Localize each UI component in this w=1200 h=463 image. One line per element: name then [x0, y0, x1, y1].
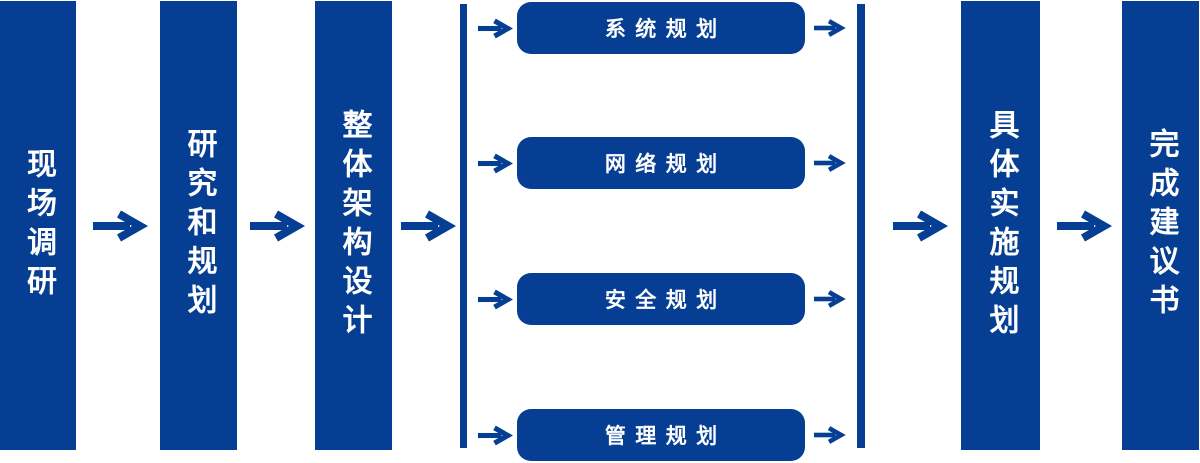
stage-label: 现场调研: [22, 147, 55, 304]
stage-label: 整体架构设计: [337, 108, 371, 343]
plan-box-label: 网络规划: [604, 153, 727, 176]
plan-box-system: 系统规划: [517, 2, 805, 54]
plan-box-network: 网络规划: [517, 137, 805, 189]
arrow-right-icon: [478, 425, 513, 446]
stage-label: 具体实施规划: [984, 108, 1018, 343]
stage-label: 完成建议书: [1144, 128, 1178, 323]
plan-box-security: 安全规划: [517, 273, 805, 325]
plan-box-management: 管理规划: [517, 409, 805, 461]
plan-box-label: 安全规划: [604, 289, 727, 312]
arrow-right-icon: [93, 210, 149, 242]
stage-bar-final-proposal: 完成建议书: [1122, 1, 1199, 450]
plan-box-label: 管理规划: [604, 425, 727, 448]
arrow-right-icon: [478, 289, 513, 310]
arrow-right-icon: [893, 210, 949, 242]
arrow-right-icon: [478, 18, 513, 39]
stage-bar-research-planning: 研究和规划: [160, 1, 237, 450]
branch-end-line: [857, 4, 865, 448]
stage-bar-implementation-planning: 具体实施规划: [961, 1, 1040, 450]
branch-start-line: [460, 4, 467, 448]
arrow-right-icon: [250, 210, 306, 242]
stage-bar-architecture-design: 整体架构设计: [315, 1, 392, 450]
arrow-right-icon: [814, 18, 846, 38]
arrow-right-icon: [814, 153, 846, 173]
arrow-right-icon: [814, 425, 846, 445]
arrow-right-icon: [478, 153, 513, 174]
plan-box-label: 系统规划: [604, 18, 727, 41]
arrow-right-icon: [1057, 210, 1113, 242]
stage-bar-site-survey: 现场调研: [0, 1, 76, 450]
stage-label: 研究和规划: [182, 128, 216, 323]
arrow-right-icon: [401, 210, 457, 242]
arrow-right-icon: [814, 289, 846, 309]
